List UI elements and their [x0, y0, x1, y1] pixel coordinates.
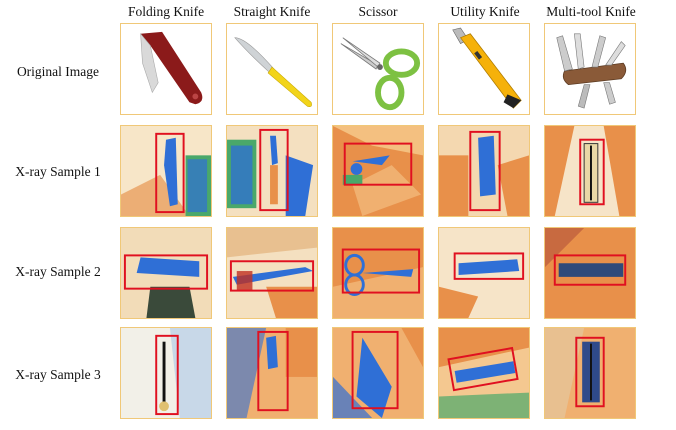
xray3-scissor-image	[332, 327, 424, 419]
xray1-utility-knife-image	[438, 125, 530, 217]
xray3-straight-knife-image	[226, 327, 318, 419]
xray1-scissor-image	[332, 125, 424, 217]
detection-box	[469, 130, 501, 212]
scissor-icon	[340, 37, 421, 111]
row-label-original: Original Image	[16, 64, 100, 79]
row-label-xray-3: X-ray Sample 3	[15, 367, 101, 382]
xray3-multi-tool-knife-image	[544, 327, 636, 419]
detection-box	[155, 334, 179, 416]
xray2-straight-knife-image	[226, 227, 318, 319]
column-header-utility-knife: Utility Knife	[450, 4, 520, 19]
column-header-straight-knife: Straight Knife	[233, 4, 311, 19]
detection-box	[343, 142, 413, 186]
detection-box	[553, 254, 627, 286]
utility-knife-icon	[452, 27, 522, 109]
original-straight-knife-image	[226, 23, 318, 115]
xray1-folding-knife-image	[120, 125, 212, 217]
detection-box	[155, 132, 185, 214]
detection-box	[341, 248, 421, 294]
xray1-multi-tool-knife-image	[544, 125, 636, 217]
xray3-utility-knife-image	[438, 327, 530, 419]
detection-box	[447, 346, 519, 392]
column-header-scissor: Scissor	[358, 4, 398, 19]
original-utility-knife-image	[438, 23, 530, 115]
column-header-multi-tool-knife: Multi-tool Knife	[546, 4, 636, 19]
folding-knife-icon	[140, 31, 203, 105]
detection-box	[579, 138, 605, 206]
detection-box	[453, 252, 525, 280]
straight-knife-icon	[234, 37, 312, 107]
xray2-utility-knife-image	[438, 227, 530, 319]
detection-box	[351, 330, 399, 410]
detection-box	[257, 330, 289, 412]
detection-box	[575, 336, 605, 408]
row-label-xray-1: X-ray Sample 1	[15, 164, 101, 179]
original-multi-tool-knife-image	[544, 23, 636, 115]
xray2-folding-knife-image	[120, 227, 212, 319]
row-label-xray-2: X-ray Sample 2	[15, 264, 101, 279]
column-header-folding-knife: Folding Knife	[127, 4, 205, 19]
xray2-multi-tool-knife-image	[544, 227, 636, 319]
multi-tool-knife-icon	[556, 33, 627, 109]
xray1-straight-knife-image	[226, 125, 318, 217]
detection-box	[259, 128, 289, 212]
original-folding-knife-image	[120, 23, 212, 115]
xray3-folding-knife-image	[120, 327, 212, 419]
xray2-scissor-image	[332, 227, 424, 319]
detection-box	[229, 260, 315, 292]
detection-box	[123, 254, 209, 290]
original-scissor-image	[332, 23, 424, 115]
